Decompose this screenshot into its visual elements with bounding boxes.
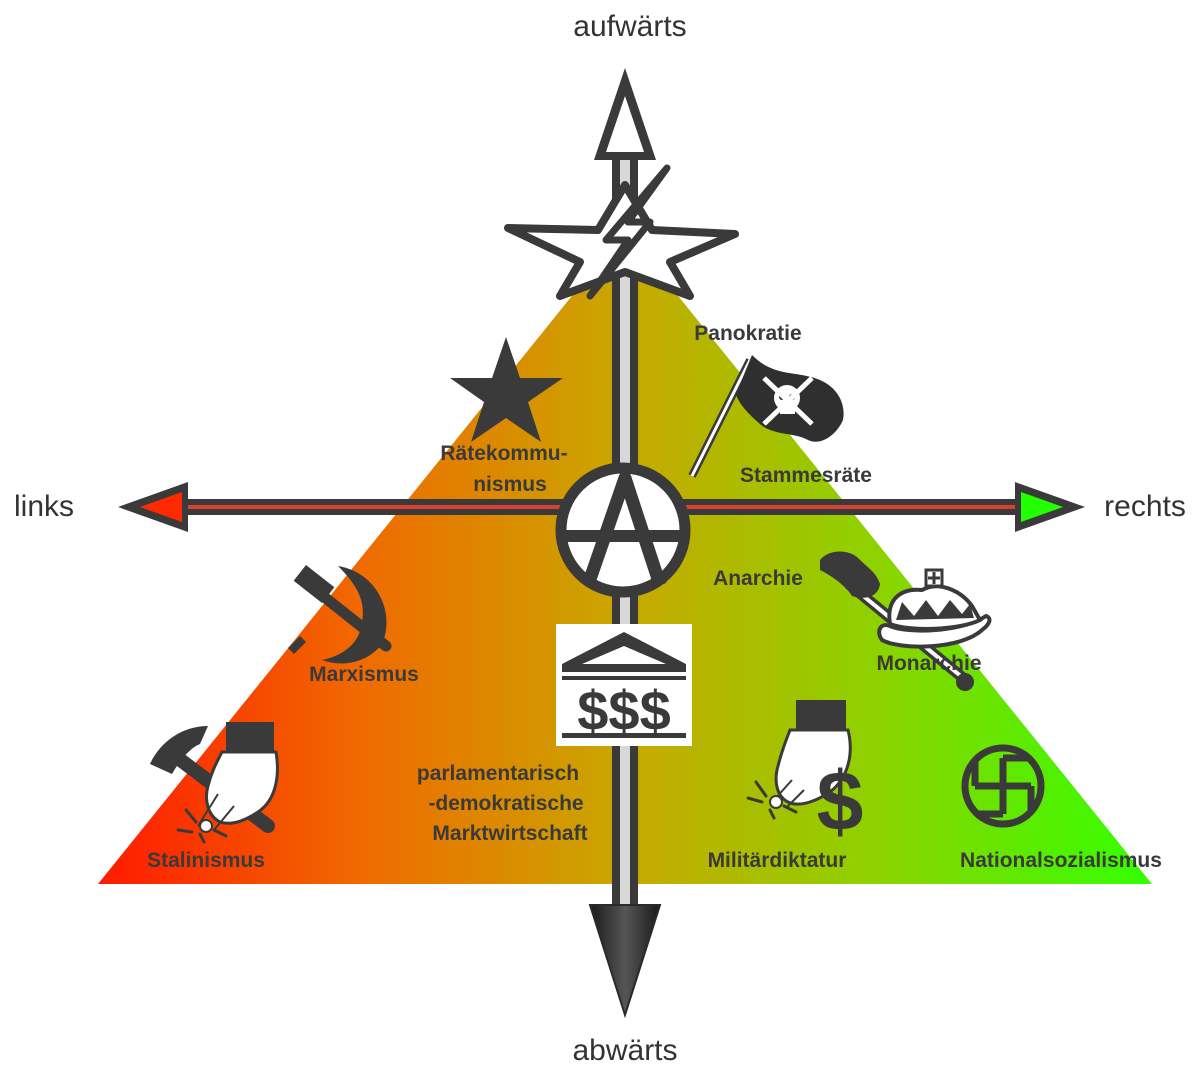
axis-label-right: rechts [1104,490,1186,523]
money-symbols: $$$ [577,679,670,742]
label-raetekommunismus-1: Rätekommu- [440,442,567,465]
swastika-icon [961,744,1045,828]
dollar-icon: $ [817,754,864,848]
down-arrow-head [588,904,662,1019]
label-monarchie: Monarchie [876,652,981,675]
label-marxismus: Marxismus [309,663,419,686]
label-panokratie: Panokratie [694,322,801,345]
crown-icon [877,568,992,649]
pirate-flag-icon [688,355,844,478]
label-anarchie: Anarchie [713,567,803,590]
star-lightning-icon [504,164,739,300]
anarchy-icon [555,462,691,598]
axis-label-down: abwärts [572,1034,677,1067]
label-nationalsozialismus: Nationalsozialismus [960,849,1162,872]
star-icon [450,337,563,442]
label-parlamentarisch-1: parlamentarisch [417,762,579,785]
hand-puppet-icon [176,722,279,844]
label-stalinismus: Stalinismus [147,849,265,872]
label-militaerdiktatur: Militärdiktatur [708,849,847,872]
hand-puppet-icon [746,700,852,820]
bank-icon: $$$ [556,624,692,746]
hammer-sickle-icon [288,565,392,664]
axis-label-left: links [14,490,74,523]
label-parlamentarisch-3: Marktwirtschaft [432,822,587,845]
label-parlamentarisch-2: -demokratische [428,792,583,815]
label-stammesraete: Stammesräte [740,464,872,487]
axis-label-up: aufwärts [573,10,686,43]
label-raetekommunismus-2: nismus [473,473,547,496]
